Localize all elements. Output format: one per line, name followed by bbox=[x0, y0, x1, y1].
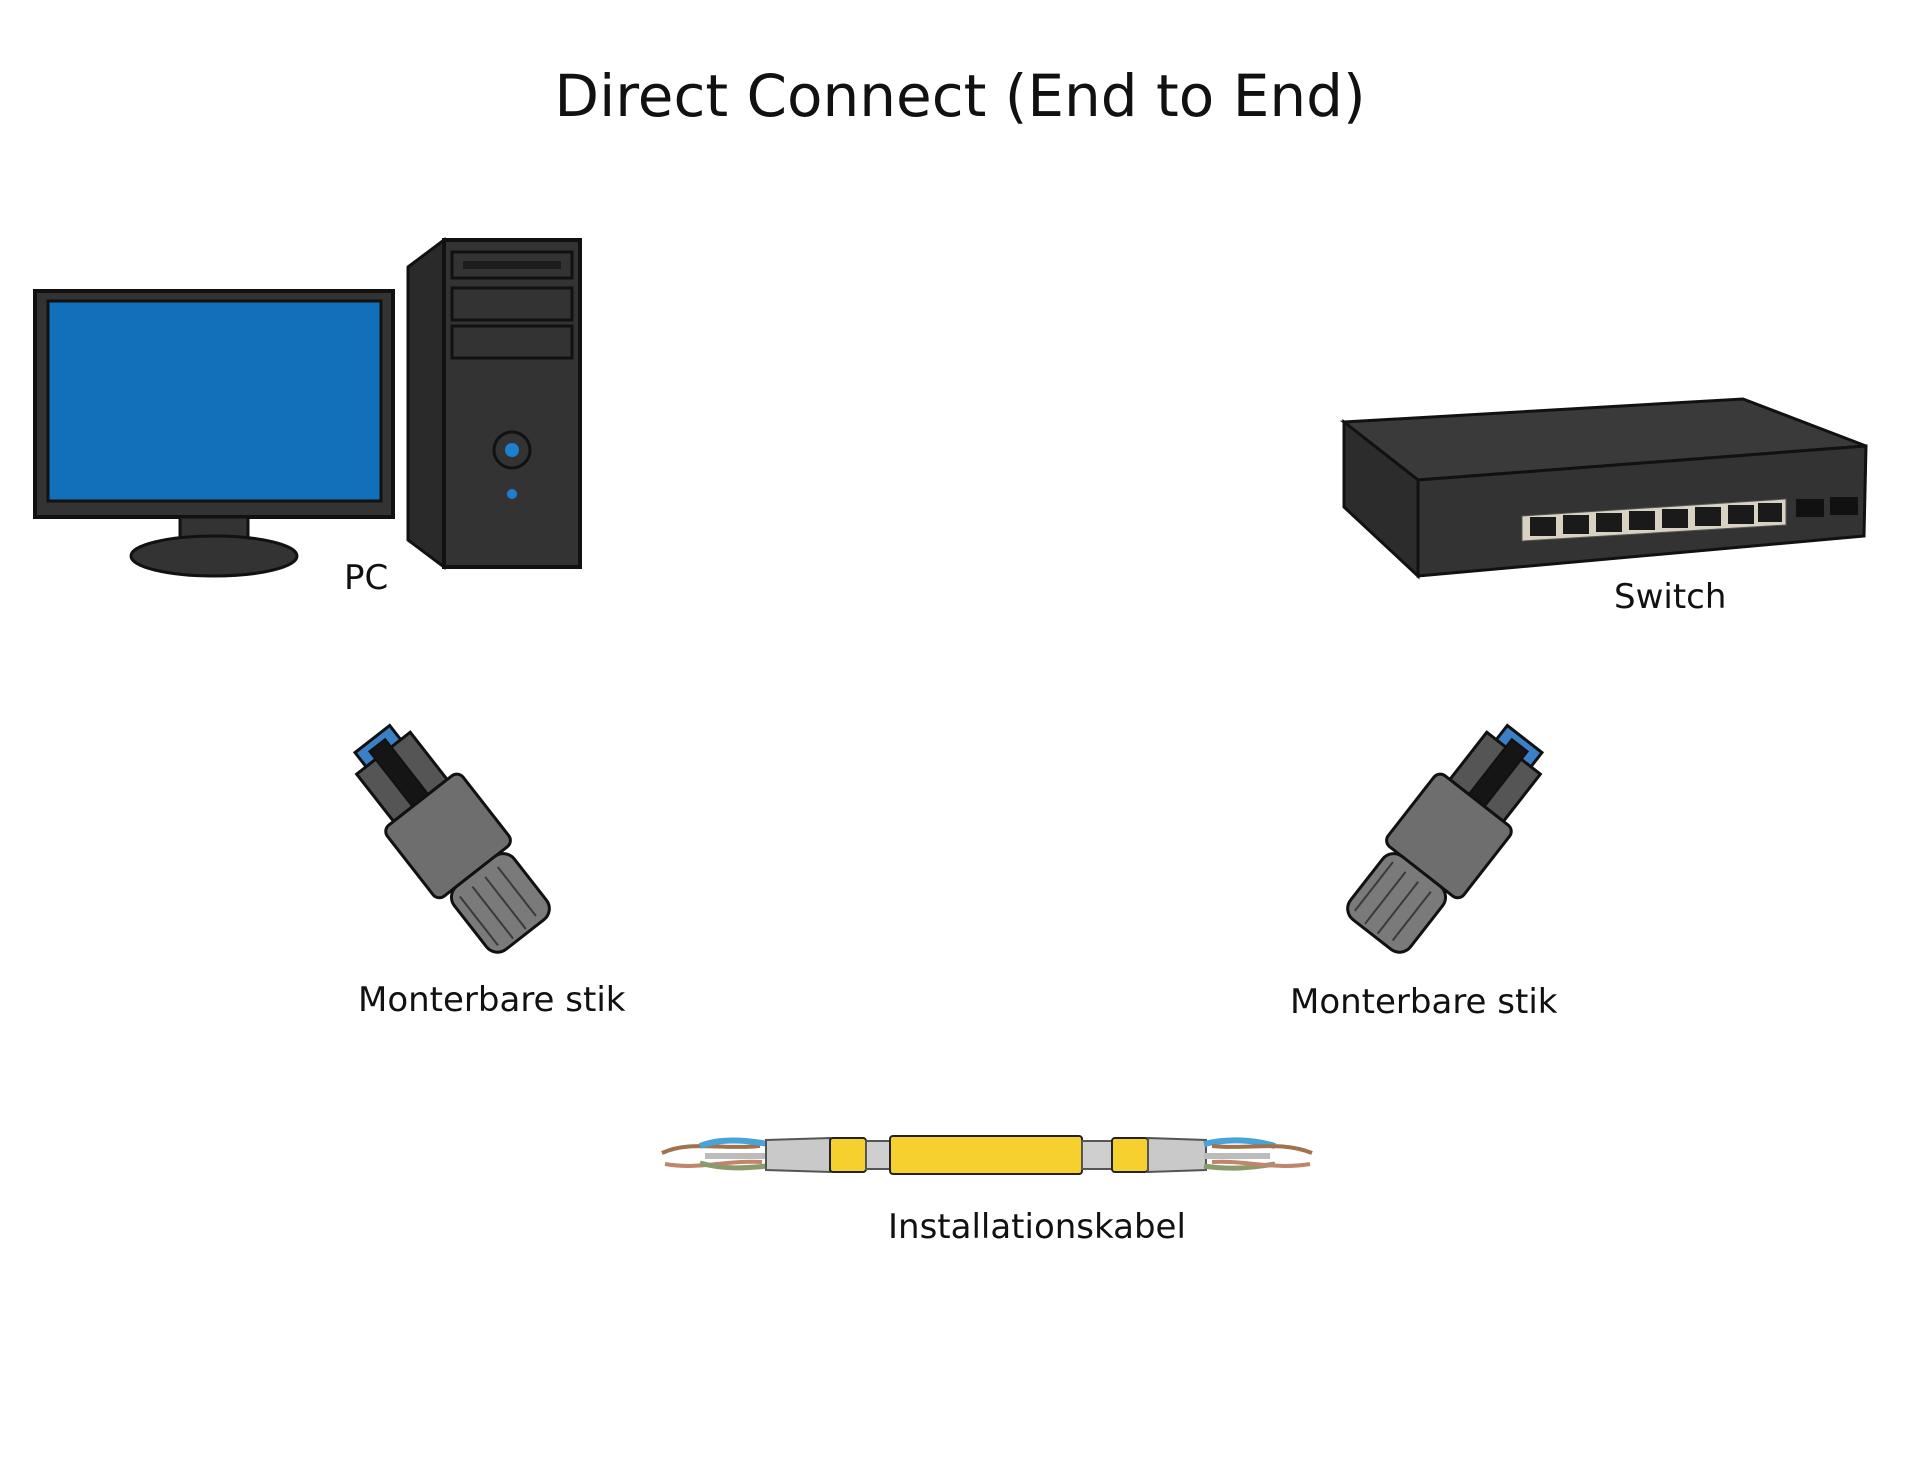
connector-right-label: Monterbare stik bbox=[1290, 982, 1558, 1022]
desktop-computer-icon bbox=[33, 237, 582, 578]
rj45-connector-icon bbox=[1346, 723, 1545, 954]
network-switch-icon bbox=[1339, 397, 1868, 580]
ethernet-cable-icon bbox=[661, 1135, 1313, 1175]
diagram-title: Direct Connect (End to End) bbox=[554, 62, 1366, 130]
pc-label: PC bbox=[344, 558, 389, 598]
switch-label: Switch bbox=[1614, 577, 1727, 617]
connector-left-label: Monterbare stik bbox=[358, 980, 626, 1020]
cable-label: Installationskabel bbox=[888, 1207, 1186, 1247]
rj45-connector-icon bbox=[352, 723, 551, 954]
